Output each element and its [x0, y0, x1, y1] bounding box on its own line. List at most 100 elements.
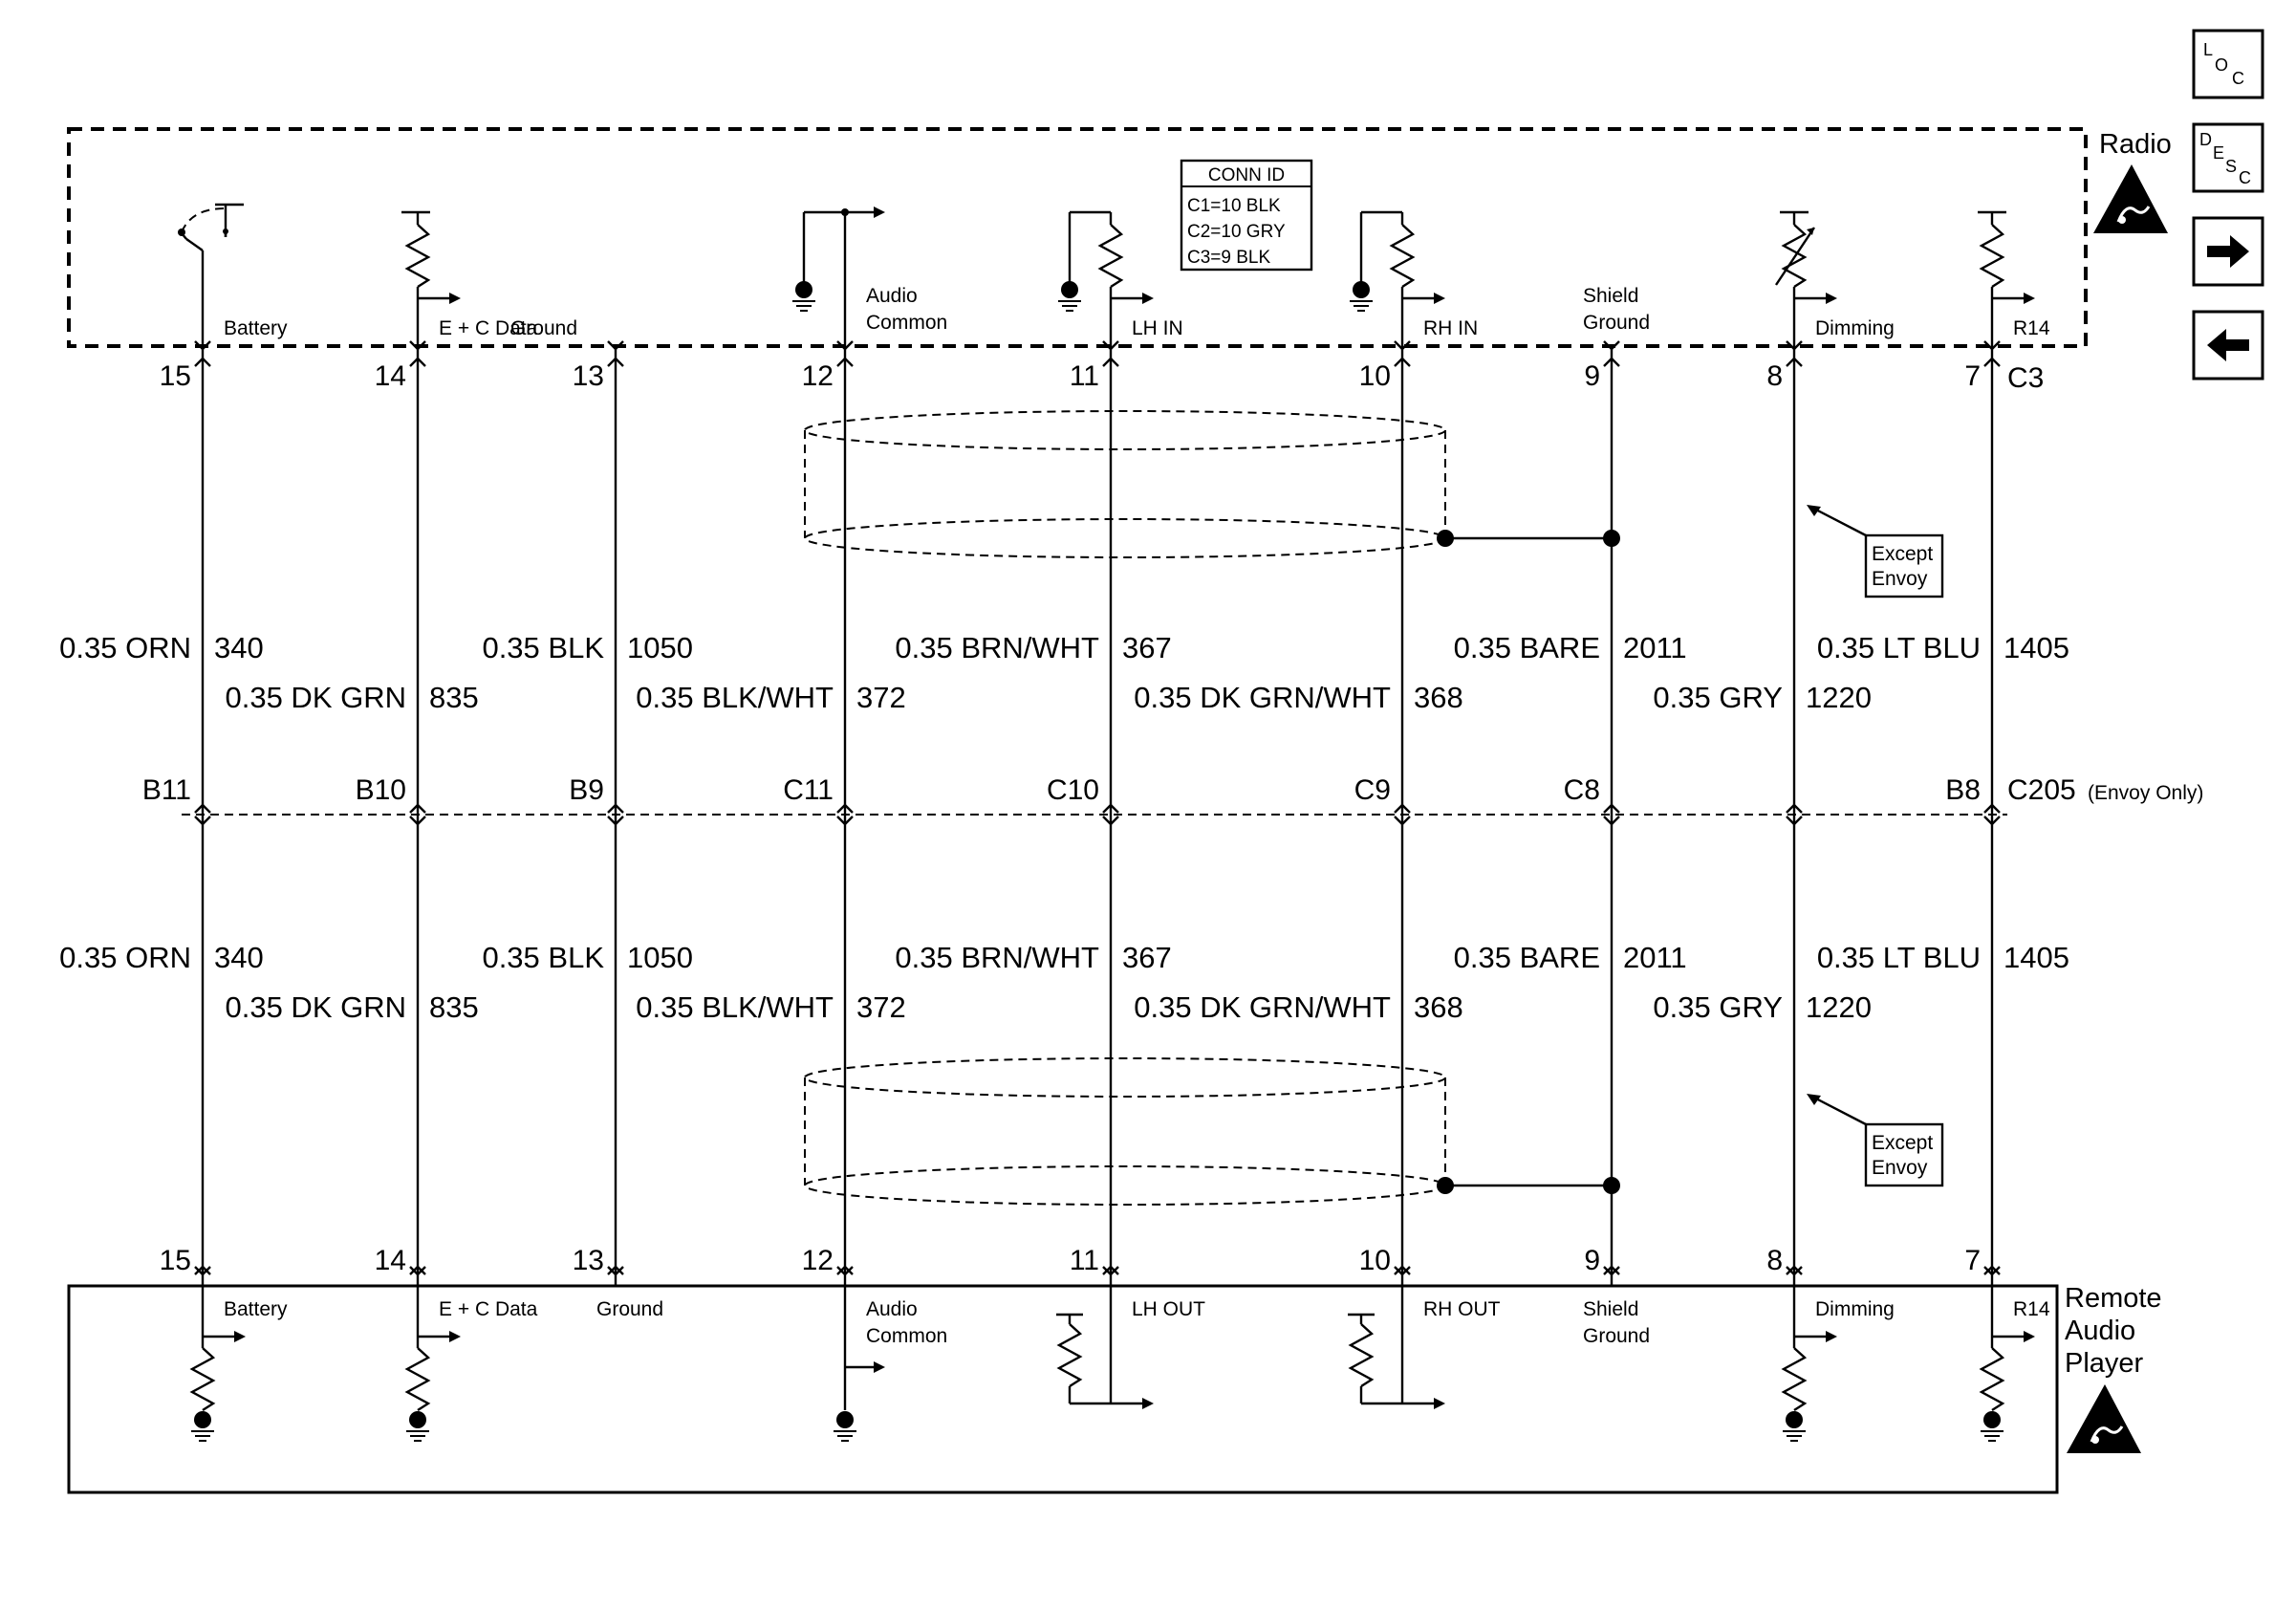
radio-signal-label: E + C Data — [439, 317, 538, 339]
c205-label: C205 — [2007, 774, 2076, 806]
radio-terminal-chevron — [1603, 340, 1620, 351]
audio-common-symbol — [792, 207, 885, 349]
wire-color-label: 0.35 DK GRN/WHT — [1134, 681, 1391, 714]
ground-icon — [1786, 1411, 1803, 1428]
circuit-number-label: 1220 — [1806, 681, 1872, 714]
loc-button[interactable]: L O C — [2192, 29, 2264, 99]
wire-color-label: 0.35 BLK — [482, 631, 604, 664]
conn-id-line: C3=9 BLK — [1187, 248, 1270, 268]
c205-terminal-chevron — [1102, 803, 1119, 814]
circuit-number-label: 372 — [856, 990, 906, 1024]
player-label: Player — [2065, 1348, 2144, 1379]
c205-terminal-chevron — [194, 803, 211, 814]
radio-terminal-chevron — [1786, 357, 1803, 367]
radio-signal-label: Shield — [1583, 285, 1638, 307]
radio-pin-number: 11 — [1070, 360, 1099, 392]
circuit-number-label: 1220 — [1806, 990, 1872, 1024]
player-signal-label: Shield — [1583, 1298, 1638, 1320]
c205-terminal-chevron — [409, 803, 426, 814]
svg-text:C: C — [2239, 168, 2251, 187]
radio-pin-number: 12 — [802, 360, 834, 392]
wire-color-label: 0.35 BARE — [1454, 631, 1600, 664]
circuit-number-label: 1405 — [2004, 941, 2069, 974]
except-envoy-callout-bottom: Except Envoy — [1807, 1094, 1944, 1187]
circuit-number-label: 367 — [1122, 941, 1172, 974]
circuit-number-label: 367 — [1122, 631, 1172, 664]
c205-terminal-chevron — [607, 803, 624, 814]
desc-button[interactable]: D E S C — [2192, 122, 2264, 193]
player-terminal-chevron — [1102, 1266, 1119, 1276]
player-terminal-chevron — [1983, 1266, 2001, 1276]
player-pin-number: 15 — [160, 1245, 191, 1276]
c205-terminal-chevron — [836, 803, 854, 814]
player-terminal-chevron — [194, 1265, 211, 1275]
pulldown-group — [189, 1286, 2035, 1442]
radio-box — [67, 127, 2088, 348]
radio-pin-number: 10 — [1359, 360, 1391, 392]
wire-color-label: 0.35 GRY — [1653, 990, 1783, 1024]
player-terminal-chevron — [409, 1266, 426, 1276]
circuit-number-label: 340 — [214, 631, 264, 664]
c205-cavity-label: B9 — [569, 774, 604, 806]
lh-in-symbol — [1058, 210, 1154, 349]
radio-terminal-chevron — [607, 357, 624, 367]
conn-id-title: CONN ID — [1208, 165, 1285, 185]
radio-terminal-chevron — [1603, 357, 1620, 367]
c205-terminal-chevron — [1603, 816, 1620, 826]
dimming-rheostat-symbol — [1775, 210, 1837, 349]
player-signal-label: R14 — [2013, 1298, 2050, 1320]
player-signal-label: LH OUT — [1132, 1298, 1205, 1320]
c205-terminal-chevron — [1983, 803, 2001, 814]
circuit-number-label: 835 — [429, 681, 479, 714]
c205-terminal-chevron — [1394, 816, 1411, 826]
player-label: Audio — [2065, 1316, 2135, 1346]
player-signal-label: Battery — [224, 1298, 288, 1320]
player-pin-number: 14 — [375, 1245, 406, 1276]
player-signal-label: E + C Data — [439, 1298, 538, 1320]
player-terminal-chevron — [607, 1265, 624, 1275]
player-signal-label: RH OUT — [1423, 1298, 1501, 1320]
c205-cavity-label: B11 — [142, 774, 191, 806]
svg-text:D: D — [2199, 130, 2212, 149]
r14-resistor-symbol — [1978, 210, 2035, 349]
player-terminal-chevron — [1983, 1265, 2001, 1275]
except-envoy-text: Except — [1872, 543, 1933, 565]
radio-terminal-chevron — [836, 340, 854, 351]
wire-color-label: 0.35 DK GRN — [225, 990, 406, 1024]
radio-pin-number: 9 — [1584, 360, 1600, 392]
arrow-right-icon — [2207, 235, 2249, 268]
radio-signal-label: Battery — [224, 317, 288, 339]
conn-id-table: CONN ID C1=10 BLK C2=10 GRY C3=9 BLK — [1180, 159, 1313, 272]
wire-color-label: 0.35 DK GRN/WHT — [1134, 990, 1391, 1024]
next-page-button[interactable] — [2192, 216, 2264, 287]
except-envoy-text: Envoy — [1872, 568, 1928, 590]
c205-cavity-label: C8 — [1564, 774, 1600, 806]
wire-color-label: 0.35 BLK/WHT — [636, 990, 834, 1024]
rh-out-symbol — [1348, 1286, 1445, 1409]
player-terminal-chevron — [836, 1266, 854, 1276]
c205-terminal-chevron — [409, 816, 426, 826]
esd-warning-icon — [2067, 1384, 2141, 1453]
player-pin-number: 12 — [802, 1245, 834, 1276]
circuit-number-label: 2011 — [1623, 941, 1687, 974]
radio-signal-label: Common — [866, 312, 947, 334]
arrow-left-icon — [2207, 329, 2249, 361]
prev-page-button[interactable] — [2192, 310, 2264, 381]
arrow-icon — [449, 1331, 461, 1342]
arrow-icon — [234, 1331, 246, 1342]
except-envoy-text: Except — [1872, 1132, 1933, 1154]
player-signal-label: Audio — [866, 1298, 918, 1320]
player-terminal-chevron — [409, 1265, 426, 1275]
player-signal-label: Common — [866, 1325, 947, 1347]
wire-color-label: 0.35 BLK/WHT — [636, 681, 834, 714]
c205-terminal-chevron — [1786, 816, 1803, 826]
radio-pin-number: 15 — [160, 360, 191, 392]
wire-color-label: 0.35 LT BLU — [1817, 631, 1981, 664]
wire-color-label: 0.35 DK GRN — [225, 681, 406, 714]
radio-signal-label: RH IN — [1423, 317, 1478, 339]
player-terminal-chevron — [1603, 1266, 1620, 1276]
svg-text:C: C — [2232, 69, 2244, 88]
circuit-number-label: 368 — [1414, 990, 1463, 1024]
